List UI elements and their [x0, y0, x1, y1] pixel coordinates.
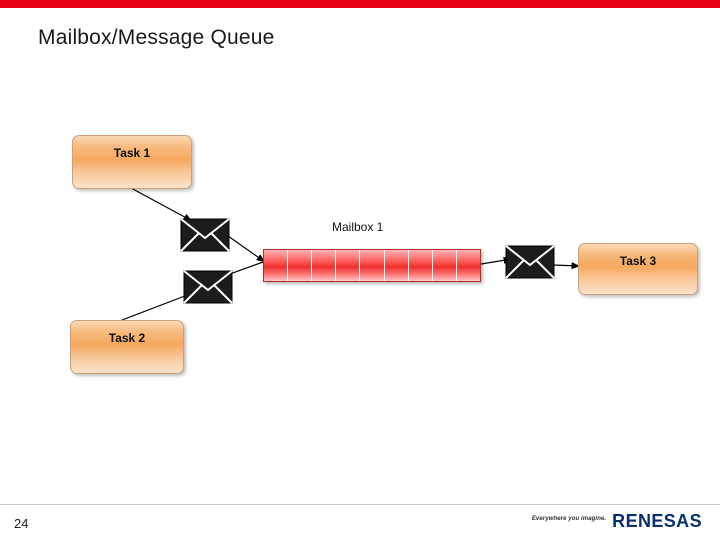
brand-logo: Everywhere you imagine. RENESAS — [532, 511, 702, 532]
envelope-icon — [505, 245, 555, 279]
page-number: 24 — [14, 516, 29, 531]
mailbox-queue — [263, 249, 481, 282]
footer-divider — [0, 504, 720, 505]
arrow-task1-to-envelope1 — [130, 187, 193, 222]
task-box-1[interactable]: Task 1 — [72, 135, 192, 189]
brand-tagline: Everywhere you imagine. — [531, 516, 607, 522]
envelope-icon — [183, 270, 233, 304]
queue-cell — [408, 250, 433, 281]
top-accent-bar — [0, 0, 720, 8]
queue-cell — [336, 250, 361, 281]
queue-cell — [384, 250, 409, 281]
queue-cell — [264, 250, 289, 281]
brand-name: RENESAS — [612, 511, 702, 531]
task-box-1-label: Task 1 — [113, 146, 151, 160]
queue-cell — [456, 250, 480, 281]
task-box-3[interactable]: Task 3 — [578, 243, 698, 295]
arrow-envelope1-to-queue — [227, 235, 266, 263]
queue-cell — [360, 250, 385, 281]
arrow-task2-to-envelope2 — [121, 293, 191, 321]
task-box-2-label: Task 2 — [108, 331, 146, 345]
envelope-icon — [180, 218, 230, 252]
queue-cell — [312, 250, 337, 281]
page-title: Mailbox/Message Queue — [38, 26, 275, 49]
queue-cell — [432, 250, 457, 281]
queue-cell — [288, 250, 313, 281]
task-box-2[interactable]: Task 2 — [70, 320, 184, 374]
arrow-envelope3-to-task3 — [552, 262, 581, 270]
task-box-3-label: Task 3 — [619, 254, 657, 268]
mailbox-label: Mailbox 1 — [332, 220, 384, 234]
